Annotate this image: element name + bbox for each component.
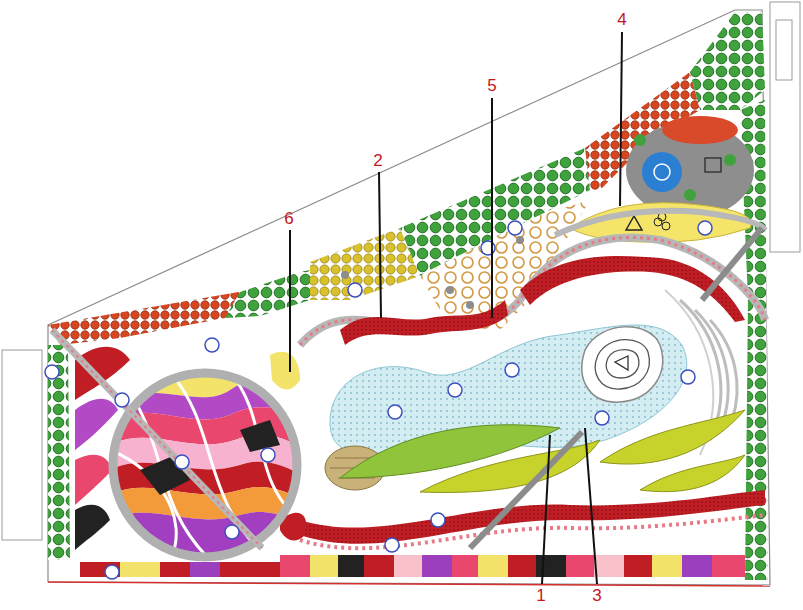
callout-number: 6 <box>284 210 293 228</box>
callout-number: 2 <box>373 152 382 170</box>
leader-lines <box>290 32 622 584</box>
callout-number: 1 <box>536 587 545 605</box>
callout-number: 3 <box>592 587 601 605</box>
callout-number: 4 <box>617 11 626 29</box>
callout-number: 5 <box>487 77 496 95</box>
